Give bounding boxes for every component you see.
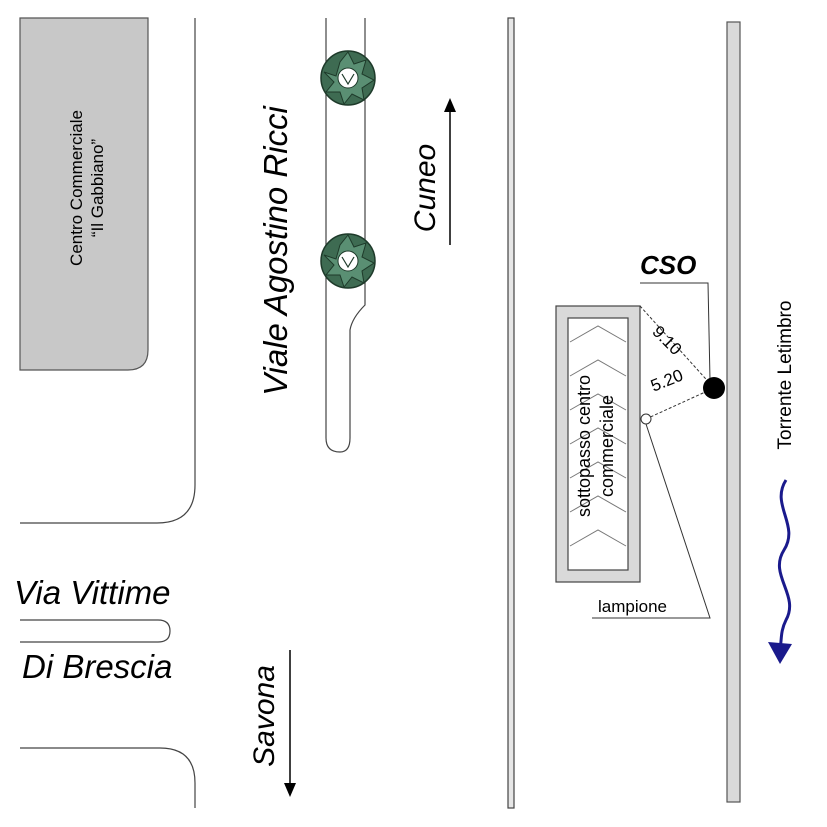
cso-marker xyxy=(703,377,725,399)
underpass-label-line1: sottopasso centro xyxy=(574,374,594,518)
direction-arrow-north xyxy=(444,98,456,245)
cso-leader xyxy=(640,282,711,381)
streetlight-label: lampione xyxy=(598,597,667,616)
shopping-center-building xyxy=(19,17,149,371)
distance-line-streetlight xyxy=(645,387,715,420)
side-street-label-line1: Via Vittime xyxy=(14,574,171,611)
river-channel xyxy=(726,21,741,803)
underpass-chevrons xyxy=(569,325,627,547)
road-edge-west-upper xyxy=(20,18,196,524)
direction-south-label: Savona xyxy=(248,665,281,767)
underpass-inner xyxy=(567,317,629,571)
road-edge-east xyxy=(507,17,515,809)
streetlight-leader xyxy=(592,423,711,619)
tree-icon xyxy=(320,50,376,106)
direction-arrow-south xyxy=(284,650,296,797)
shopping-center-quoted-name: “Il Gabbiano” xyxy=(88,138,107,238)
cso-label: CSO xyxy=(640,250,697,280)
street-main-label: Viale Agostino Ricci xyxy=(257,106,294,396)
streetlight-marker xyxy=(640,413,652,425)
shopping-center-label: Centro Commerciale “Il Gabbiano” xyxy=(66,68,110,308)
underpass-label-line2: commerciale xyxy=(597,394,617,498)
direction-north-label: Cuneo xyxy=(409,143,442,233)
tree-icon xyxy=(320,233,376,289)
river-flow-arrow xyxy=(768,479,792,664)
shopping-center-name: Centro Commerciale xyxy=(67,110,86,266)
road-edge-west-lower xyxy=(20,747,196,808)
side-street-median xyxy=(20,619,171,643)
side-street-label-line2: Di Brescia xyxy=(22,648,173,685)
river-label: Torrente Letimbro xyxy=(775,300,796,450)
distance-line-underpass xyxy=(639,305,715,389)
central-median xyxy=(325,18,366,453)
underpass-label: sottopasso centro commerciale xyxy=(573,353,623,539)
